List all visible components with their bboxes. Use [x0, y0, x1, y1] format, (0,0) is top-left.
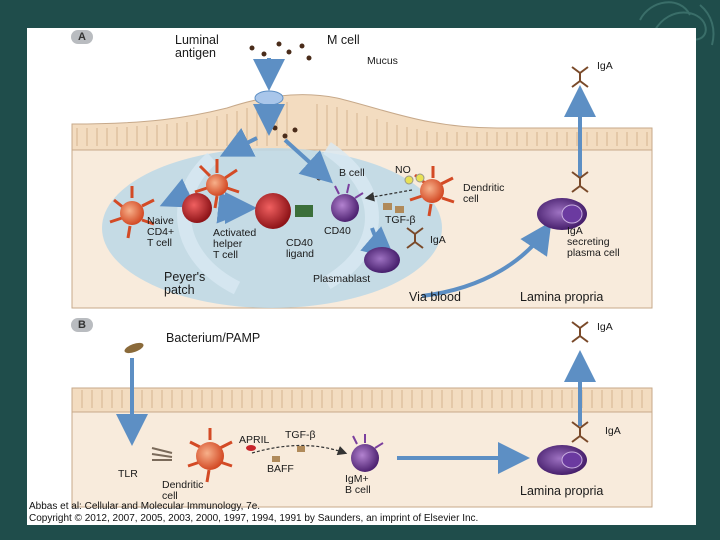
label-tgf-beta-a: TGF-β	[385, 214, 416, 226]
label-luminal-antigen: Luminal antigen	[175, 33, 219, 60]
b-cell-a	[331, 194, 359, 222]
label-dendritic-cell-a: Dendritic cell	[463, 182, 505, 205]
label-lamina-propria-a: Lamina propria	[520, 290, 604, 304]
panel-b-letter: B	[71, 318, 93, 332]
label-april: APRIL	[239, 434, 270, 446]
label-igm-b-cell: IgM+ B cell	[345, 473, 371, 496]
dendritic-cell-a3	[409, 166, 455, 217]
b-cell-receptors	[334, 183, 364, 199]
label-activated-helper: Activated helper T cell	[213, 227, 257, 261]
diagram-artwork	[71, 41, 653, 508]
panel-b-arrows	[116, 350, 596, 474]
cd40-ligand-complex	[295, 205, 313, 217]
label-lamina-propria-b: Lamina propria	[520, 484, 604, 498]
plasmablast	[364, 247, 400, 273]
label-iga-top-a: IgA	[597, 60, 613, 72]
tgf-block-2	[395, 206, 404, 213]
label-via-blood: Via blood	[409, 290, 461, 304]
credit-line-2: Copyright © 2012, 2007, 2005, 2003, 2000…	[29, 513, 479, 524]
label-cd40-ligand: CD40 ligand	[286, 237, 315, 260]
no-molecule-2	[415, 173, 425, 183]
tgf-block-b	[297, 446, 305, 452]
label-bacterium: Bacterium/PAMP	[166, 331, 261, 345]
no-molecule-1	[404, 175, 414, 185]
no-arrow	[364, 189, 413, 202]
panel-b-artwork	[71, 321, 653, 508]
panel-a-epithelium	[71, 94, 653, 151]
baff-block-b	[272, 456, 280, 462]
label-no: NO	[395, 164, 411, 176]
label-tgf-beta-b: TGF-β	[285, 429, 316, 441]
dendritic-cell-a2	[109, 186, 155, 239]
tgf-block-1	[383, 203, 392, 210]
credit-line-1: Abbas et al: Cellular and Molecular Immu…	[29, 501, 261, 512]
signal-arrow-b	[251, 444, 348, 456]
panel-a-arrows	[159, 58, 596, 298]
iga-plasma-cell-b-nucleus	[561, 451, 583, 469]
label-m-cell: M cell	[327, 33, 360, 47]
label-cd40: CD40	[324, 225, 351, 237]
activated-helper-t-cell	[255, 193, 291, 229]
label-iga-secreting: IgA secreting plasma cell	[567, 225, 620, 259]
label-b-cell: B cell	[339, 167, 365, 179]
follicle-curve-2	[323, 142, 379, 290]
label-baff: BAFF	[267, 463, 294, 475]
label-plasmablast: Plasmablast	[313, 273, 371, 285]
label-iga-mid-b: IgA	[605, 425, 621, 437]
dendritic-cell-a1	[194, 159, 240, 209]
figure: A Luminal antigen M cell Mucus B cell NO…	[27, 28, 696, 525]
follicle-curve-1	[177, 152, 241, 295]
dendritic-cell-b	[187, 428, 233, 483]
iga-plasma-cell-a-nucleus	[561, 204, 583, 224]
label-iga-mid-a: IgA	[430, 234, 446, 246]
label-iga-top-b: IgA	[597, 321, 613, 333]
label-peyers-patch: Peyer's patch	[164, 270, 206, 297]
panel-a-artwork	[71, 41, 653, 309]
label-naive-cd4: Naive CD4+ T cell	[147, 215, 175, 249]
tlr-receptors	[151, 447, 173, 461]
label-mucus: Mucus	[367, 55, 398, 67]
igm-b-cell-receptors	[352, 434, 384, 449]
igm-b-cell	[351, 444, 379, 472]
iga-molecules-b	[571, 321, 589, 443]
bacterium	[124, 342, 144, 354]
iga-molecules-a	[406, 66, 589, 249]
april-molecule	[246, 445, 256, 451]
m-cell	[254, 90, 284, 106]
panel-a-letter: A	[71, 30, 93, 44]
label-dendritic-cell-b: Dendritic cell	[162, 479, 204, 502]
naive-t-cell	[182, 193, 212, 223]
label-tlr: TLR	[118, 468, 138, 480]
